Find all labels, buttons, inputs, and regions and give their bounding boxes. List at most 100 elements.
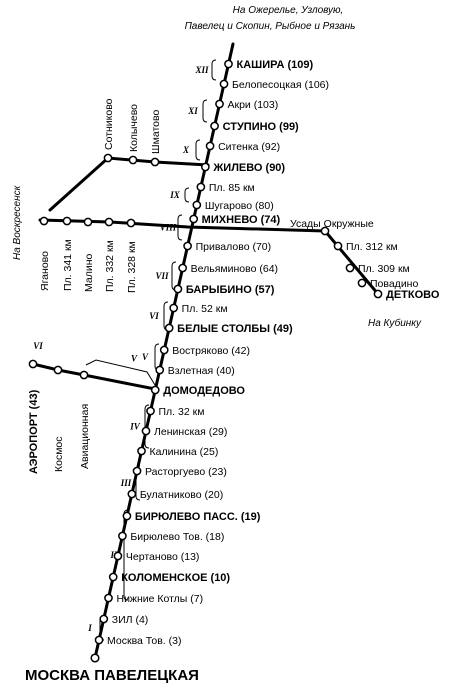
station-marker-main_line-2 <box>215 99 224 109</box>
north-direction-note-line1: На Ожерелье, Узловую, <box>233 5 344 16</box>
station-label-ступино-99: СТУПИНО (99) <box>223 121 299 133</box>
station-marker-main_line-9 <box>183 241 192 251</box>
zone-label-12: VI <box>33 341 43 351</box>
station-marker-airport_branch-2 <box>79 370 89 380</box>
station-marker-main_line-26 <box>104 593 113 603</box>
station-marker-west_branch-3 <box>104 217 114 227</box>
station-label-пл-52-км: Пл. 52 км <box>182 303 228 315</box>
station-marker-west_branch-2 <box>83 217 93 227</box>
station-label-бирюлево-пасс-19: БИРЮЛЕВО ПАСС. (19) <box>135 511 261 523</box>
station-label-шматово: Шматово <box>150 110 162 154</box>
zone-label-3: IX <box>169 190 181 200</box>
station-marker-east_branch-2 <box>345 263 355 273</box>
station-label-повадино: Повадино <box>370 278 418 290</box>
station-marker-main_line-14 <box>159 345 169 355</box>
station-label-привалово-70: Привалово (70) <box>196 241 272 253</box>
airport-branch-track <box>31 362 157 391</box>
station-label-пл-341-км: Пл. 341 км <box>62 239 74 291</box>
zone-brace-9 <box>135 465 141 501</box>
zone-label-7: V <box>142 352 149 362</box>
zone-brace-3 <box>184 187 190 203</box>
station-label-малино: Малино <box>83 254 95 292</box>
station-marker-main_line-25 <box>108 572 118 582</box>
north-direction-note-line2: Павелец и Скопин, Рыбное и Рязань <box>185 20 356 32</box>
station-label-пл-328-км: Пл. 328 км <box>126 241 138 293</box>
station-marker-east_branch-0 <box>320 226 330 236</box>
zone-label-5: VII <box>155 271 169 281</box>
station-label-востряково-42: Востряково (42) <box>172 345 250 357</box>
station-marker-west_branch-4 <box>126 218 136 228</box>
station-label-акри-103: Акри (103) <box>228 99 279 111</box>
station-marker-zhilevo_branch-2 <box>150 157 160 167</box>
station-label-шугарово-80: Шугарово (80) <box>205 200 274 212</box>
station-marker-main_line-7 <box>192 200 202 210</box>
station-label-детково: ДЕТКОВО <box>386 289 440 301</box>
zone-brace-0 <box>211 59 217 81</box>
station-marker-main_line-4 <box>205 141 215 151</box>
station-marker-main_line-15 <box>155 365 165 375</box>
station-label-пл-32-км: Пл. 32 км <box>159 406 205 418</box>
zone-label-8: IV <box>129 422 141 432</box>
zone-brace-1 <box>202 99 208 123</box>
station-label-пл-312-км: Пл. 312 км <box>346 241 398 253</box>
zone-label-1: XI <box>187 106 198 116</box>
station-label-ситенка-92: Ситенка (92) <box>218 141 280 153</box>
zone-brace-2 <box>195 139 201 161</box>
station-marker-main_line-27 <box>99 614 109 624</box>
station-marker-main_line-21 <box>127 489 137 499</box>
station-label-пл-309-км: Пл. 309 км <box>358 263 410 275</box>
station-marker-main_line-10 <box>178 263 188 273</box>
east-direction-note: На Кубинку <box>368 317 422 329</box>
station-label-колычево: Колычево <box>128 104 140 152</box>
station-marker-main_line-24 <box>113 551 123 561</box>
station-label-булатниково-20: Булатниково (20) <box>140 489 223 501</box>
station-label-яганово: Яганово <box>39 251 51 291</box>
zone-label-4: VIII <box>160 223 177 233</box>
station-label-расторгуево-23: Расторгуево (23) <box>145 466 227 478</box>
station-label-домодедово: ДОМОДЕДОВО <box>163 385 245 397</box>
station-marker-west_branch-1 <box>62 216 72 226</box>
zone-label-0: XII <box>194 65 209 75</box>
station-label-кашира-109: КАШИРА (109) <box>237 59 314 71</box>
station-label-жилево-90: ЖИЛЕВО (90) <box>212 162 285 174</box>
station-label-бирюлево-тов-18: Бирюлево Тов. (18) <box>130 531 224 543</box>
station-marker-main_line-3 <box>210 121 219 131</box>
station-marker-terminus <box>90 653 100 663</box>
station-label-барыбино-57: БАРЫБИНО (57) <box>186 284 275 296</box>
station-marker-main_line-12 <box>169 303 179 313</box>
station-marker-east_branch-4 <box>373 289 383 299</box>
station-marker-airport_branch-0 <box>28 359 38 369</box>
station-marker-main_line-19 <box>137 446 146 456</box>
stations: КАШИРА (109)Белопесоцкая (106)Акри (103)… <box>28 59 440 647</box>
station-label-пл-332-км: Пл. 332 км <box>104 240 116 292</box>
station-label-сотниково: Сотниково <box>103 98 115 150</box>
station-label-зил-4: ЗИЛ (4) <box>112 614 149 626</box>
zone-label-13: V <box>131 354 138 364</box>
zone-label-11: I <box>87 623 92 633</box>
zone-label-6: VI <box>149 311 159 321</box>
station-label-вельяминово-64: Вельяминово (64) <box>191 263 278 275</box>
station-label-взлетная-40: Взлетная (40) <box>168 365 235 377</box>
station-label-москва-тов-3: Москва Тов. (3) <box>107 635 181 647</box>
station-label-михнево-74: МИХНЕВО (74) <box>202 214 281 226</box>
zone-label-2: X <box>182 145 190 155</box>
station-marker-main_line-6 <box>196 182 206 192</box>
station-marker-east_branch-1 <box>333 241 343 251</box>
station-label-коломенское-10: КОЛОМЕНСКОЕ (10) <box>121 572 230 584</box>
station-label-ленинская-29: Ленинская (29) <box>154 426 227 438</box>
station-marker-main_line-18 <box>141 426 151 436</box>
station-label-аэропорт-43: АЭРОПОРТ (43) <box>28 389 40 474</box>
terminus-label: МОСКВА ПАВЕЛЕЦКАЯ <box>25 667 199 684</box>
station-label-пл-85-км: Пл. 85 км <box>209 182 255 194</box>
station-marker-main_line-5 <box>201 162 210 172</box>
station-marker-west_branch-0 <box>39 216 49 226</box>
station-marker-zhilevo_branch-0 <box>103 153 113 163</box>
zone-brace-4 <box>177 214 183 241</box>
station-marker-main_line-13 <box>164 323 174 333</box>
station-marker-main_line-8 <box>189 214 199 224</box>
station-marker-zhilevo_branch-1 <box>128 155 138 165</box>
station-label-калинина-25: Калинина (25) <box>150 446 219 458</box>
west-direction-note: На Воскресенск <box>12 184 23 260</box>
station-label-чертаново-13: Чертаново (13) <box>126 551 200 563</box>
zone-brace-8 <box>144 404 150 449</box>
